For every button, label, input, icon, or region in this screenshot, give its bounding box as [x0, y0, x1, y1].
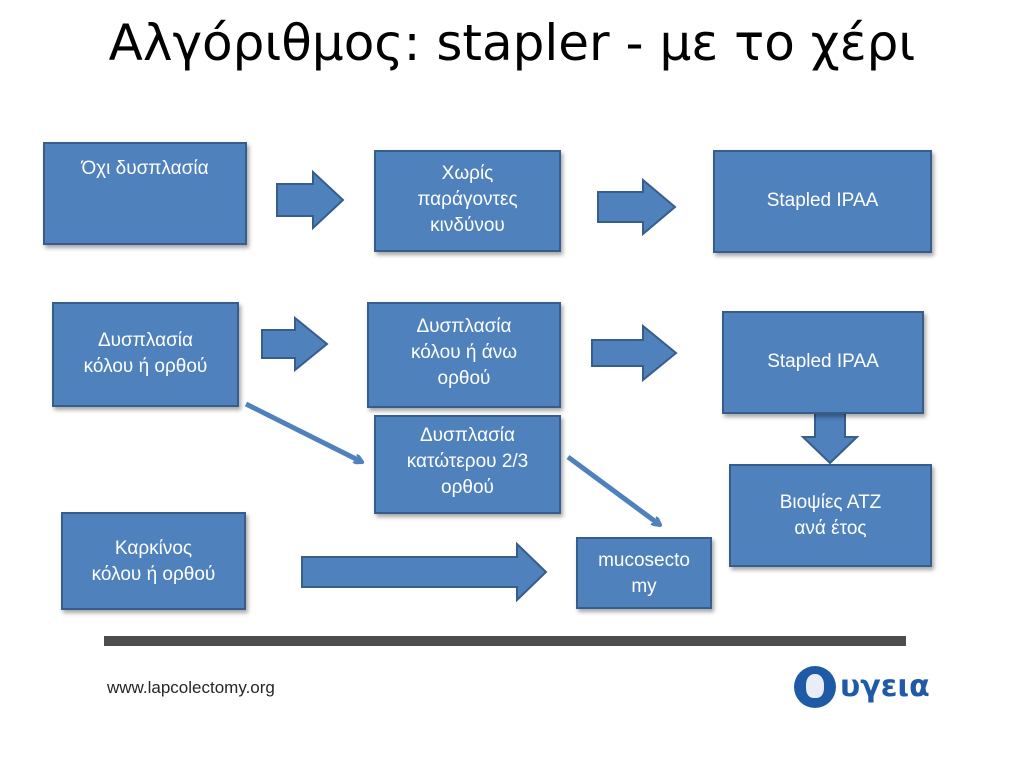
- box-stapled-ipaa-2: Stapled IPAA: [722, 311, 924, 414]
- logo-text: υγεια: [840, 669, 930, 704]
- box-stapled-ipaa-2-label: Stapled IPAA: [767, 351, 879, 372]
- box-dysplasia-lower-rectum-label: Δυσπλασία κατώτερου 2/3 ορθού: [406, 425, 529, 498]
- box-no-dysplasia-label: Όχι δυσπλασία: [81, 158, 209, 179]
- hygeia-logo-icon: [794, 666, 836, 708]
- footer-divider: [104, 636, 906, 646]
- box-dysplasia-colon-rectum: Δυσπλασία κόλου ή ορθού: [52, 302, 239, 407]
- box-biopsies-atz-label: Βιοψίες ΑΤΖ ανά έτος: [779, 492, 882, 539]
- box-no-risk-factors: Χωρίς παράγοντες κινδύνου: [374, 150, 561, 252]
- box-cancer-colon-rectum-label: Καρκίνος κόλου ή ορθού: [91, 538, 216, 585]
- block-arrow-row2-a: [261, 315, 329, 373]
- box-dysplasia-lower-rectum: Δυσπλασία κατώτερου 2/3 ορθού: [374, 415, 561, 514]
- slide-title: Αλγόριθμος: stapler - με το χέρι: [108, 14, 916, 72]
- line-arrow-to-lower-rectum: [244, 401, 362, 462]
- block-arrow-row1-b: [597, 177, 677, 237]
- box-dysplasia-colon-rectum-label: Δυσπλασία κόλου ή ορθού: [83, 330, 208, 377]
- box-mucosectomy: mucosecto my: [576, 537, 712, 609]
- footer-url: www.lapcolectomy.org: [107, 678, 275, 697]
- block-arrow-down: [800, 407, 860, 465]
- box-biopsies-atz: Βιοψίες ΑΤΖ ανά έτος: [729, 464, 932, 567]
- box-dysplasia-colon-upper-rectum: Δυσπλασία κόλου ή άνω ορθού: [367, 302, 561, 408]
- block-arrow-row2-b: [591, 323, 678, 383]
- hygeia-logo: υγεια: [794, 662, 930, 712]
- box-mucosectomy-label: mucosecto my: [598, 550, 690, 597]
- block-arrow-row1-a: [276, 169, 345, 231]
- box-stapled-ipaa-1: Stapled IPAA: [713, 150, 932, 253]
- line-arrow-to-mucosectomy: [566, 454, 660, 525]
- box-cancer-colon-rectum: Καρκίνος κόλου ή ορθού: [61, 512, 246, 610]
- box-stapled-ipaa-1-label: Stapled IPAA: [766, 190, 879, 211]
- block-arrow-cancer: [301, 541, 548, 603]
- box-no-dysplasia: Όχι δυσπλασία: [43, 142, 247, 245]
- box-no-risk-factors-label: Χωρίς παράγοντες κινδύνου: [417, 163, 518, 236]
- box-dysplasia-colon-upper-rectum-label: Δυσπλασία κόλου ή άνω ορθού: [410, 316, 518, 389]
